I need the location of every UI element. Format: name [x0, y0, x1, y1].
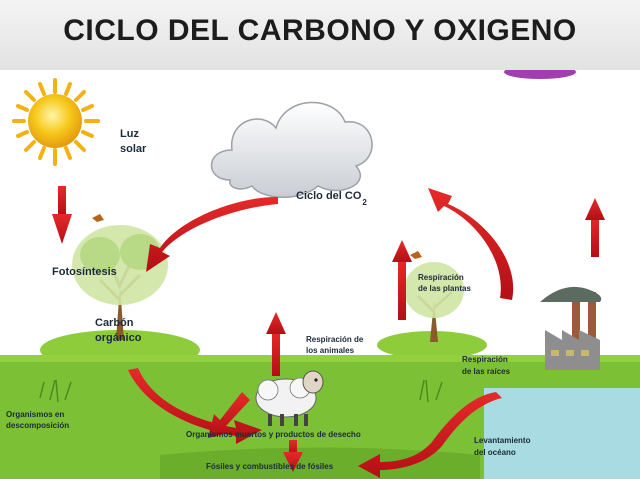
arrow-factory-emission-up [585, 198, 605, 257]
waste-label: Organismos muertos y productos de desech… [186, 430, 361, 439]
factory-icon [540, 286, 602, 370]
arrow-plant-respiration-up [392, 240, 412, 320]
ocean-uptake-label-line2: del océano [474, 448, 516, 457]
arrows [52, 186, 605, 478]
cloud-icon [210, 101, 373, 198]
co2-cycle-label: Ciclo del CO2 [296, 190, 367, 207]
plant-respiration-label-line1: Respiración [418, 273, 464, 282]
decomposers-label-line2: descomposición [6, 421, 69, 430]
right-hill [377, 331, 487, 359]
tree-left [72, 214, 168, 340]
arrow-respiration-to-co2 [428, 188, 514, 300]
arrow-ocean-to-fossils [358, 392, 502, 478]
root-respiration-label-line1: Respiración [462, 355, 508, 364]
arrow-animal-respiration-up [266, 312, 286, 376]
sheep-icon [255, 370, 324, 426]
animal-respiration-label-line1: Respiración de [306, 335, 364, 344]
ocean [484, 388, 640, 479]
decomposers-label-line1: Organismos en [6, 410, 64, 419]
plant-respiration-label-line2: de las plantas [418, 284, 471, 293]
arrow-organic-to-waste [128, 368, 262, 444]
decorative-purple-shape [504, 70, 576, 79]
title-bar [0, 0, 640, 70]
page-title: CICLO DEL CARBONO Y OXIGENO [63, 14, 577, 47]
animal-respiration-label-line2: los animales [306, 346, 355, 355]
root-respiration-label-line2: de las raíces [462, 367, 511, 376]
grass-decoration [39, 379, 443, 403]
arrow-co2-to-photosynthesis [146, 196, 278, 272]
arrow-animal-to-waste [208, 392, 250, 438]
sunlight-label-line2: solar [120, 143, 147, 155]
fossils-label: Fósiles y combustibles de fósiles [206, 462, 334, 471]
tree-right [404, 251, 464, 342]
ocean-uptake-label-line1: Levantamiento [474, 436, 531, 445]
sun-icon [12, 78, 100, 166]
organic-carbon-label-line1: Carbón [95, 317, 134, 329]
arrow-waste-to-fossils [283, 440, 303, 472]
ground [0, 355, 640, 479]
carbon-cycle-diagram: Luz solar Ciclo del CO2 Fotosíntesis Car… [0, 70, 640, 479]
sunlight-label-line1: Luz [120, 128, 139, 140]
photosynthesis-label: Fotosíntesis [52, 266, 117, 278]
organic-carbon-label-line2: orgánico [95, 332, 142, 344]
arrow-sunlight-down [52, 186, 72, 244]
